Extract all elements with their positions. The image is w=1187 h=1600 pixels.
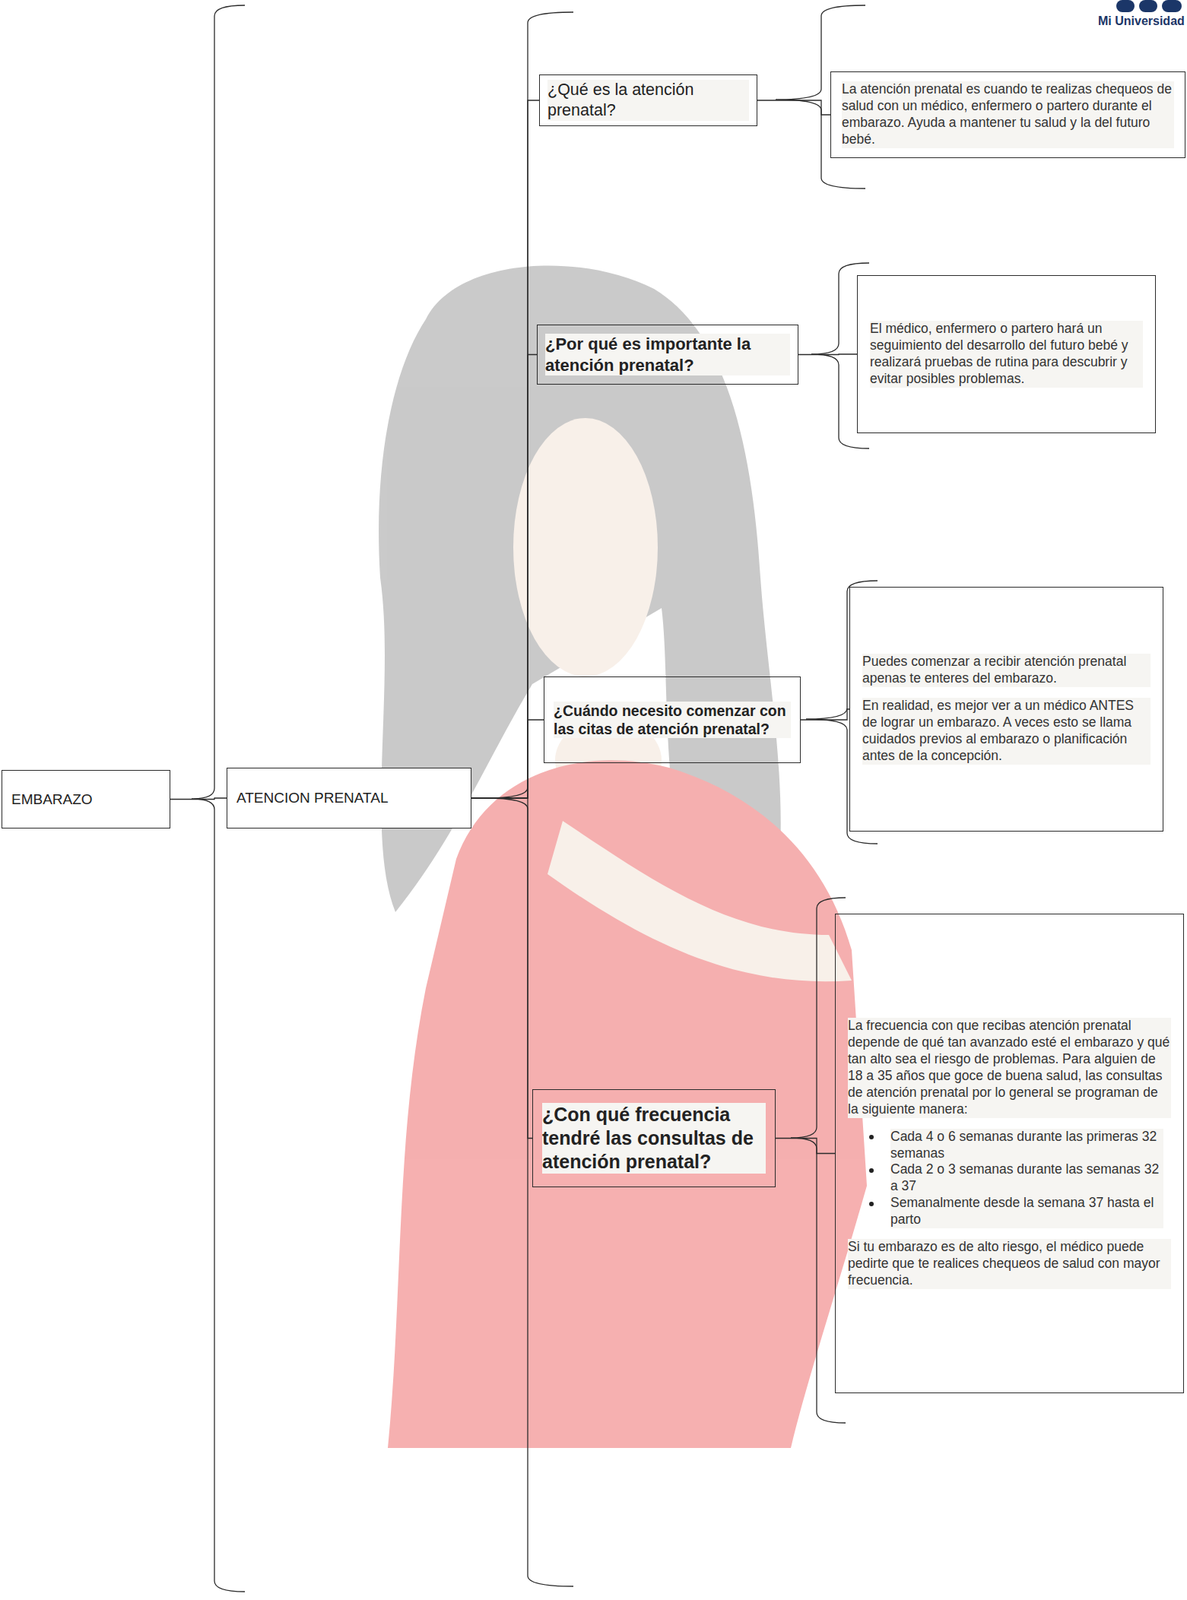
bracket-connector [775, 1139, 835, 1155]
logo-glyph [1161, 0, 1182, 13]
question-box: ¿Por qué es importante la atención prena… [536, 324, 799, 385]
node-text: La frecuencia con que recibas atención p… [847, 1018, 1172, 1118]
node-text: ¿Qué es la atención prenatal? [547, 79, 750, 121]
answer-box: Puedes comenzar a recibir atención prena… [849, 587, 1164, 832]
bracket-connector [471, 720, 544, 799]
bracket-connector [471, 798, 533, 1140]
node-text: La atención prenatal es cuando te realiz… [841, 81, 1175, 149]
node-text: El médico, enfermero o partero hará un s… [869, 320, 1143, 388]
bracket-connector [800, 709, 850, 721]
logo-glyph [1139, 0, 1158, 13]
brackets [191, 5, 878, 1593]
answer-box: El médico, enfermero o partero hará un s… [856, 275, 1156, 434]
curly-bracket [806, 580, 878, 845]
logo-glyph [1116, 0, 1135, 13]
topic-box: ATENCION PRENATAL [226, 768, 472, 829]
question-box: ¿Con qué frecuencia tendré las consultas… [532, 1089, 776, 1188]
bracket-connector [471, 355, 537, 800]
bracket-connector [471, 100, 540, 799]
node-text: Si tu embarazo es de alto riesgo, el méd… [847, 1239, 1172, 1290]
answer-box: La frecuencia con que recibas atención p… [834, 914, 1184, 1394]
curly-bracket [775, 5, 866, 189]
woman-watermark [378, 265, 867, 1449]
face-shape [513, 418, 658, 677]
logo-text: Mi Universidad [1098, 14, 1185, 29]
node-text: ¿Cuándo necesito comenzar con las citas … [553, 701, 791, 740]
bullet-item: Semanalmente desde la semana 37 hasta el… [890, 1195, 1164, 1229]
root-box: EMBARAZO [1, 770, 171, 829]
node-text: ¿Por qué es importante la atención prena… [545, 333, 791, 376]
node-text: Puedes comenzar a recibir atención prena… [862, 653, 1151, 688]
node-text: ATENCION PRENATAL [236, 789, 462, 808]
curly-bracket [811, 263, 870, 449]
curly-bracket [790, 898, 846, 1424]
node-text: ¿Con qué frecuencia tendré las consultas… [542, 1103, 766, 1175]
answer-box: La atención prenatal es cuando te realiz… [830, 71, 1186, 159]
logo-mark [1116, 0, 1182, 13]
node-text: EMBARAZO [11, 790, 161, 810]
question-box: ¿Cuándo necesito comenzar con las citas … [543, 676, 801, 764]
bullet-item: Cada 4 o 6 semanas durante las primeras … [890, 1129, 1164, 1163]
bracket-connector [757, 100, 831, 115]
node-text: En realidad, es mejor ver a un médico AN… [862, 698, 1151, 765]
bracket-connector [798, 353, 857, 356]
question-box: ¿Qué es la atención prenatal? [539, 74, 758, 127]
curly-bracket [484, 12, 574, 1587]
arm-shape [547, 821, 852, 982]
bracket-connector [170, 798, 227, 800]
dress-shape [387, 760, 867, 1449]
bullet-item: Cada 2 o 3 semanas durante las semanas 3… [890, 1161, 1164, 1196]
